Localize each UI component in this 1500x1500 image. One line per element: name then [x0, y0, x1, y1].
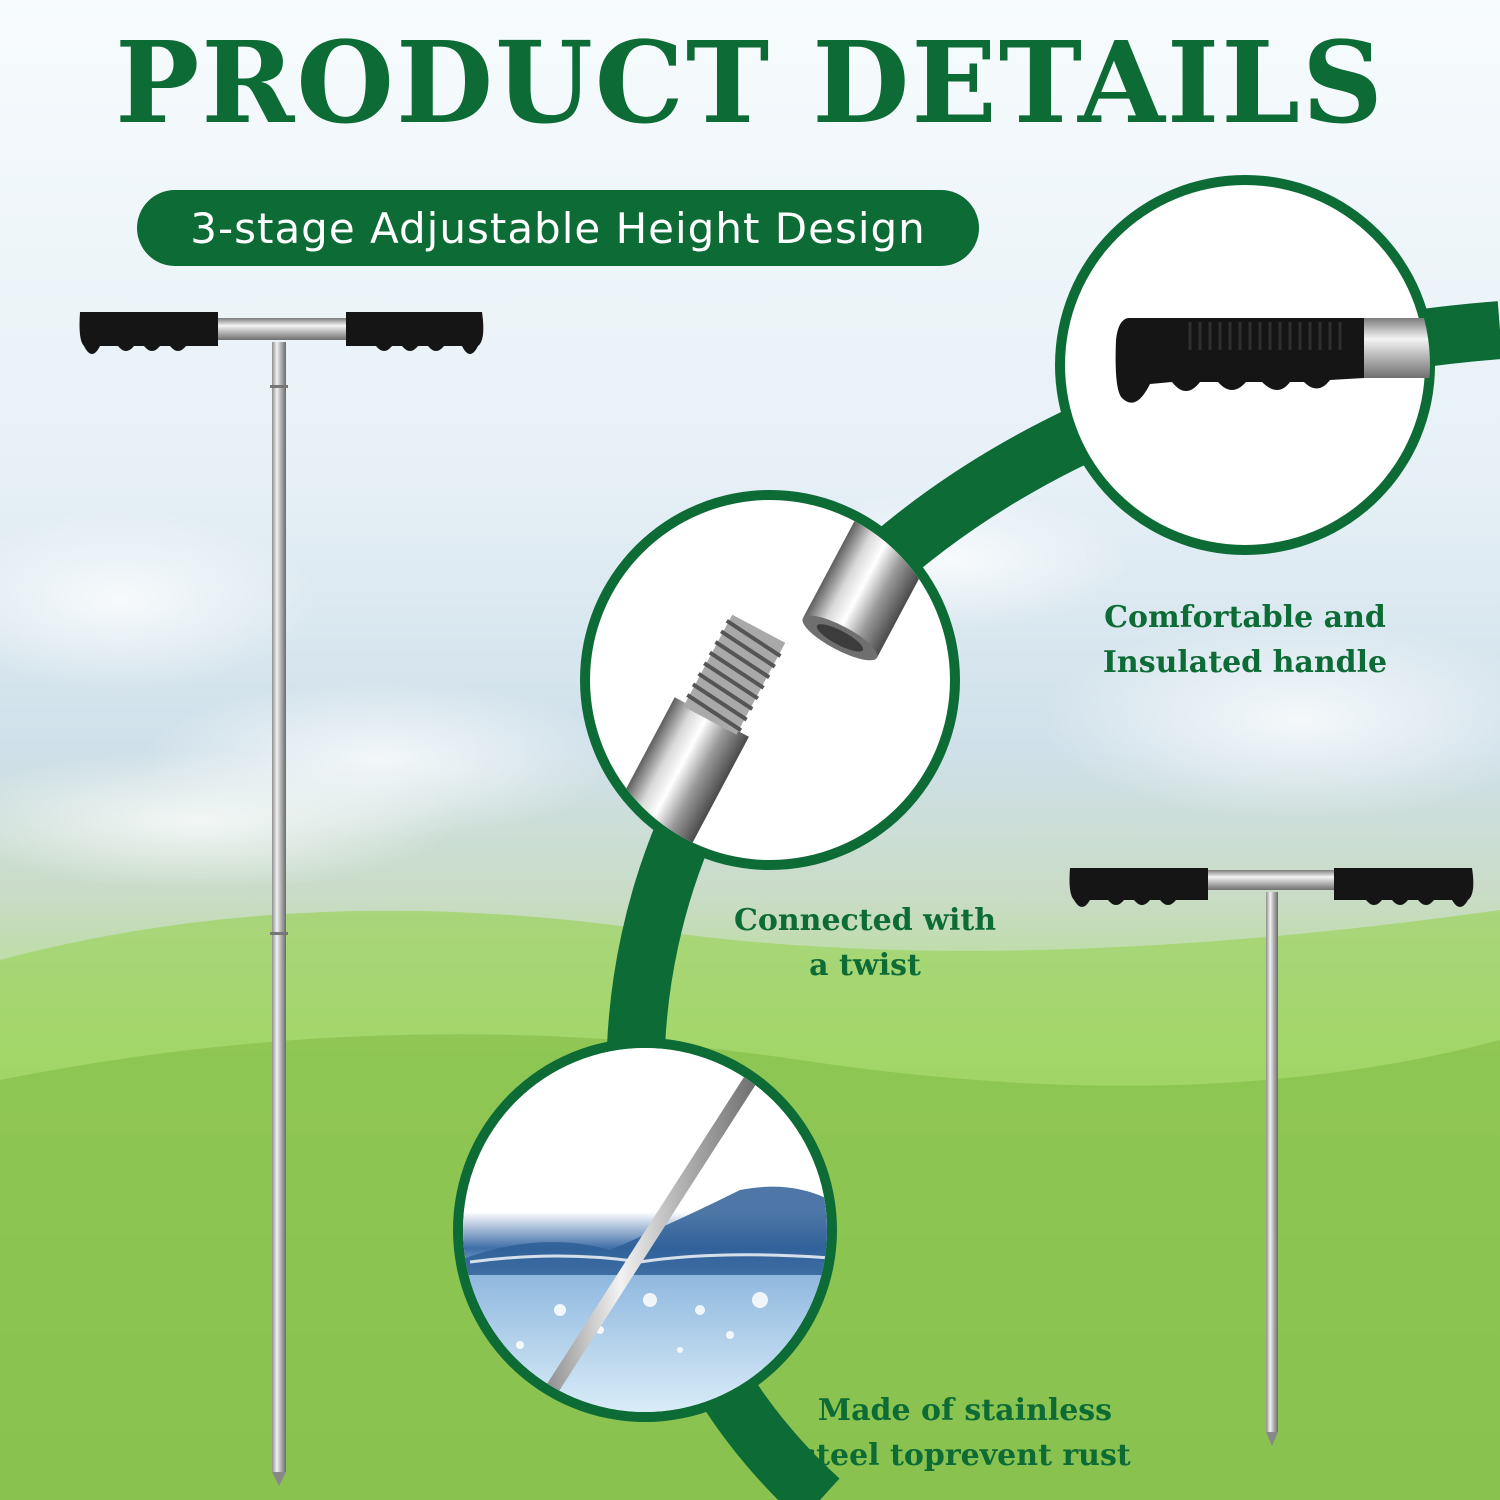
feature-caption-line: steel toprevent rust	[799, 1438, 1131, 1473]
feature-caption-line: Connected with	[733, 903, 997, 938]
feature-caption-line: Insulated handle	[1102, 645, 1388, 680]
height-design-badge: 3-stage Adjustable Height Design	[137, 190, 979, 266]
feature-caption-stainless: Made of stainless steel toprevent rust	[780, 1388, 1150, 1478]
feature-caption-line: Made of stainless	[817, 1393, 1113, 1428]
handle-closeup	[1055, 175, 1435, 555]
feature-caption-line: Comfortable and	[1104, 600, 1386, 635]
soil-probe-short	[1069, 868, 1474, 1446]
feature-caption-line: a twist	[809, 948, 921, 983]
thread-closeup	[580, 490, 960, 870]
water-closeup	[453, 1038, 837, 1422]
soil-probe-tall	[79, 312, 484, 1486]
feature-caption-handle: Comfortable and Insulated handle	[1085, 595, 1405, 685]
page-title: PRODUCT DETAILS	[115, 18, 1385, 149]
feature-caption-twist: Connected with a twist	[715, 898, 1015, 988]
